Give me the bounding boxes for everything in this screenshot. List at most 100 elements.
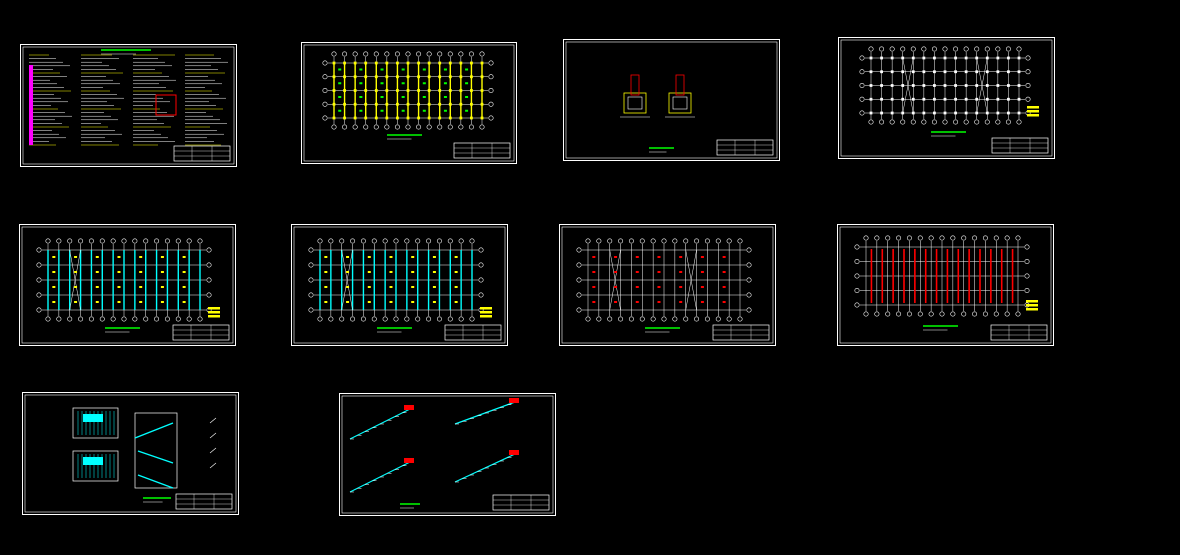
- member-tag: [117, 301, 121, 303]
- column: [448, 102, 452, 106]
- grid-bubble: [704, 238, 710, 244]
- member-tag: [700, 301, 704, 303]
- member-tag: [635, 286, 639, 288]
- detail-circle: [155, 94, 177, 116]
- member-tag: [411, 301, 415, 303]
- grid-bubble: [447, 124, 453, 130]
- column: [353, 116, 357, 120]
- drawing-sheet-stair-plan[interactable]: [22, 392, 239, 515]
- grid-bubble: [164, 316, 170, 322]
- column: [374, 75, 378, 79]
- grid-bubble: [458, 238, 464, 244]
- column: [943, 56, 947, 60]
- stair-plan-outline: [72, 407, 119, 439]
- member-tag: [722, 301, 726, 303]
- grid-bubble: [479, 124, 485, 130]
- column: [417, 102, 420, 106]
- grid-bubble: [479, 51, 485, 57]
- drawing-sheet-beam-plan-2[interactable]: [291, 224, 508, 346]
- grid-bubble: [953, 46, 959, 52]
- column: [890, 84, 894, 87]
- grid-bubble: [906, 235, 912, 241]
- column: [374, 116, 378, 120]
- grid-bubble: [308, 247, 314, 253]
- member-tag: [346, 256, 350, 258]
- member-tag: [117, 286, 121, 288]
- member-tag: [324, 301, 328, 303]
- grid-bubble: [982, 235, 988, 241]
- column: [459, 102, 463, 106]
- column: [911, 97, 915, 101]
- column: [364, 102, 368, 106]
- grid-bubble: [879, 46, 885, 52]
- member-tag: [635, 256, 639, 258]
- grid-bubble: [186, 316, 192, 322]
- column: [374, 61, 378, 65]
- column: [901, 111, 905, 115]
- grid-bubble: [885, 311, 891, 317]
- column: [975, 56, 979, 60]
- legend-swatch: [1026, 300, 1038, 303]
- member-tag: [74, 271, 78, 273]
- drawing-sheet-rebar-plan[interactable]: [837, 224, 1054, 346]
- drawing-sheet-column-plan[interactable]: [301, 42, 517, 164]
- grid-bubble: [360, 316, 366, 322]
- column: [406, 75, 410, 79]
- grid-bubble: [322, 87, 328, 93]
- drawing-sheet-stair-section[interactable]: [339, 393, 556, 516]
- sheet-5-graphic: [21, 226, 234, 344]
- member-tag: [635, 301, 639, 303]
- column: [869, 70, 873, 74]
- member-tag: [160, 256, 164, 258]
- column: [332, 116, 336, 120]
- grid-bubble: [186, 238, 192, 244]
- column: [1007, 56, 1010, 60]
- grid-bubble: [972, 311, 978, 317]
- inner-border: [840, 39, 1053, 157]
- grid-bubble: [99, 316, 105, 322]
- grid-bubble: [342, 51, 348, 57]
- legend-swatch: [480, 307, 492, 310]
- drawing-sheet-beam-plan-1[interactable]: [19, 224, 236, 346]
- member-tag: [700, 286, 704, 288]
- grid-bubble: [726, 316, 732, 322]
- drawing-sheet-foundation-detail[interactable]: [563, 39, 780, 161]
- grid-bubble: [1025, 82, 1031, 88]
- column: [911, 70, 915, 74]
- drawing-sheet-slab-plan[interactable]: [559, 224, 776, 346]
- grid-bubble: [458, 124, 464, 130]
- grid-bubble: [639, 238, 645, 244]
- footing-inner: [672, 96, 688, 110]
- footing: [668, 92, 692, 114]
- grid-bubble: [469, 316, 475, 322]
- grid-bubble: [1025, 55, 1031, 61]
- drawing-sheet-grid-plan[interactable]: [838, 37, 1055, 159]
- detail-tick: [209, 432, 217, 439]
- member-tag: [367, 286, 371, 288]
- column: [901, 70, 905, 74]
- grid-bubble: [339, 238, 345, 244]
- column: [427, 75, 431, 79]
- member-tag: [422, 109, 426, 112]
- drawing-sheet-notes[interactable]: [20, 44, 237, 167]
- grid-bubble: [628, 238, 634, 244]
- column: [364, 116, 368, 120]
- member-tag: [657, 256, 661, 258]
- landing-beam: [404, 405, 414, 410]
- title-block: [172, 324, 230, 341]
- grid-bubble: [704, 316, 710, 322]
- column: [470, 102, 473, 106]
- grid-bubble: [121, 238, 127, 244]
- member-tag: [700, 271, 704, 273]
- member-tag: [443, 96, 447, 98]
- member-tag: [367, 271, 371, 273]
- column: [396, 102, 399, 106]
- grid-bubble: [1015, 235, 1021, 241]
- grid-bubble: [982, 311, 988, 317]
- column: [480, 61, 484, 65]
- column: [385, 116, 389, 120]
- member-tag: [389, 271, 393, 273]
- member-tag: [346, 301, 350, 303]
- grid-bubble: [596, 316, 602, 322]
